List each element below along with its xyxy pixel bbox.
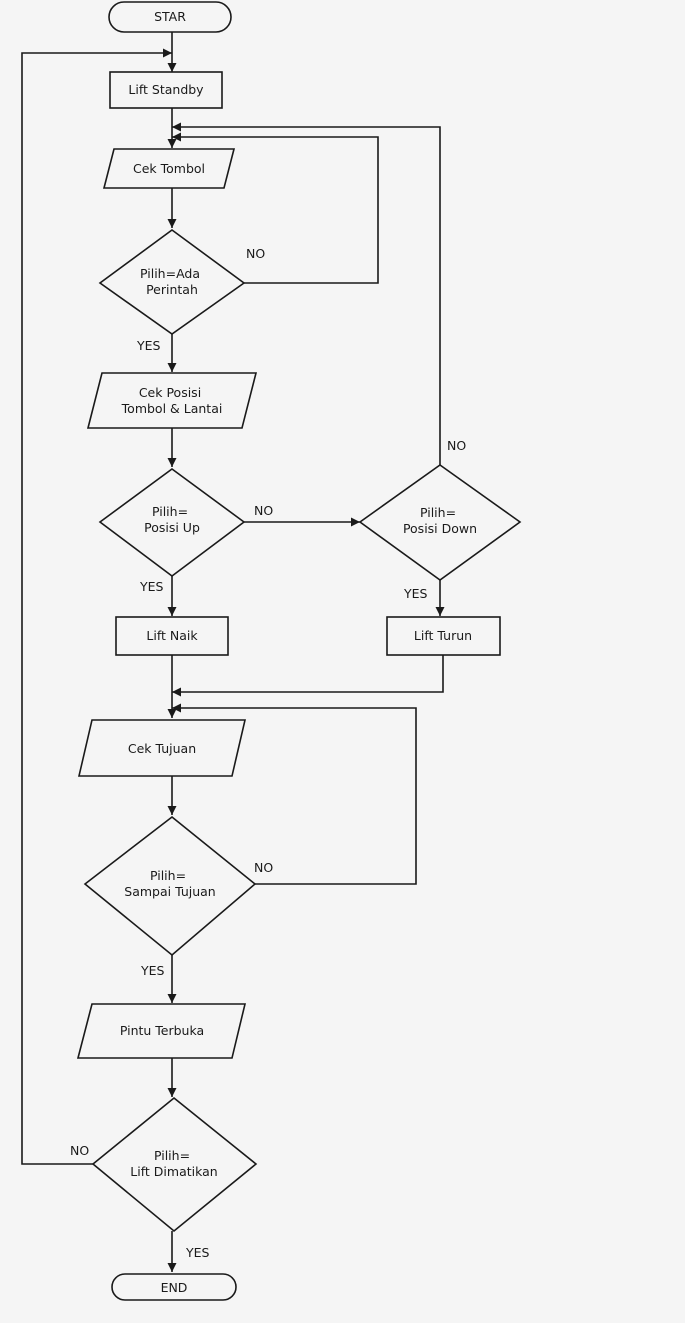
edge-label-tujuan-yes: YES xyxy=(140,963,165,978)
decision-lift-dimatikan-line1: Pilih= xyxy=(154,1148,190,1163)
edge-label-tujuan-no: NO xyxy=(254,860,273,875)
arrow-turun-to-merge xyxy=(172,655,444,697)
edge-label-perintah-yes: YES xyxy=(136,338,161,353)
decision-lift-dimatikan-line2: Lift Dimatikan xyxy=(130,1164,217,1179)
decision-lift-dimatikan-label: Pilih= Lift Dimatikan xyxy=(130,1148,217,1179)
lift-naik-label: Lift Naik xyxy=(146,628,198,643)
decision-ada-perintah-line1: Pilih=Ada xyxy=(140,266,200,281)
lift-standby-process: Lift Standby xyxy=(109,71,223,109)
cek-posisi-line2: Tombol & Lantai xyxy=(121,401,223,416)
decision-ada-perintah: Pilih=Ada Perintah xyxy=(98,229,246,335)
arrow-down-no-loop xyxy=(172,122,441,465)
decision-posisi-down: Pilih= Posisi Down xyxy=(358,464,522,581)
edge-label-up-yes: YES xyxy=(139,579,164,594)
lift-turun-process: Lift Turun xyxy=(386,616,501,656)
decision-sampai-tujuan: Pilih= Sampai Tujuan xyxy=(83,815,257,957)
cek-posisi-label: Cek Posisi Tombol & Lantai xyxy=(121,385,223,416)
decision-sampai-tujuan-line2: Sampai Tujuan xyxy=(124,884,215,899)
arrow-dimatikan-no-loop xyxy=(21,48,172,1165)
decision-posisi-down-label: Pilih= Posisi Down xyxy=(403,505,477,536)
start-terminator: STAR xyxy=(108,1,232,33)
pintu-terbuka-input: Pintu Terbuka xyxy=(76,1003,247,1059)
connectors xyxy=(21,32,445,1272)
decision-lift-dimatikan: Pilih= Lift Dimatikan xyxy=(91,1096,258,1233)
lift-turun-label: Lift Turun xyxy=(414,628,472,643)
decision-posisi-down-line2: Posisi Down xyxy=(403,521,477,536)
decision-ada-perintah-label: Pilih=Ada Perintah xyxy=(140,266,204,297)
decision-posisi-down-line1: Pilih= xyxy=(420,505,456,520)
decision-posisi-up-line2: Posisi Up xyxy=(144,520,200,535)
edge-label-down-yes: YES xyxy=(403,586,428,601)
decision-sampai-tujuan-line1: Pilih= xyxy=(150,868,186,883)
decision-posisi-up-label: Pilih= Posisi Up xyxy=(144,504,200,535)
pintu-terbuka-label: Pintu Terbuka xyxy=(120,1023,204,1038)
end-label: END xyxy=(161,1280,188,1295)
edge-label-dimatikan-no: NO xyxy=(70,1143,89,1158)
edge-labels: NO YES NO YES NO YES NO YES NO YES xyxy=(70,246,466,1260)
cek-tujuan-label: Cek Tujuan xyxy=(128,741,196,756)
cek-tombol-input: Cek Tombol xyxy=(102,148,236,189)
cek-posisi-line1: Cek Posisi xyxy=(139,385,201,400)
cek-posisi-input: Cek Posisi Tombol & Lantai xyxy=(86,372,258,429)
decision-posisi-up-line1: Pilih= xyxy=(152,504,188,519)
end-terminator: END xyxy=(111,1273,237,1301)
arrow-perintah-no-loop xyxy=(172,132,379,284)
lift-naik-process: Lift Naik xyxy=(115,616,229,656)
edge-label-perintah-no: NO xyxy=(246,246,265,261)
cek-tujuan-input: Cek Tujuan xyxy=(77,719,247,777)
decision-posisi-up: Pilih= Posisi Up xyxy=(98,468,246,577)
start-label: STAR xyxy=(154,9,186,24)
decision-ada-perintah-line2: Perintah xyxy=(146,282,198,297)
arrow-sampai-no-loop xyxy=(172,703,417,885)
decision-sampai-tujuan-label: Pilih= Sampai Tujuan xyxy=(124,868,215,899)
lift-standby-label: Lift Standby xyxy=(128,82,204,97)
edge-label-dimatikan-yes: YES xyxy=(185,1245,210,1260)
edge-label-up-no: NO xyxy=(254,503,273,518)
cek-tombol-label: Cek Tombol xyxy=(133,161,205,176)
edge-label-down-no: NO xyxy=(447,438,466,453)
